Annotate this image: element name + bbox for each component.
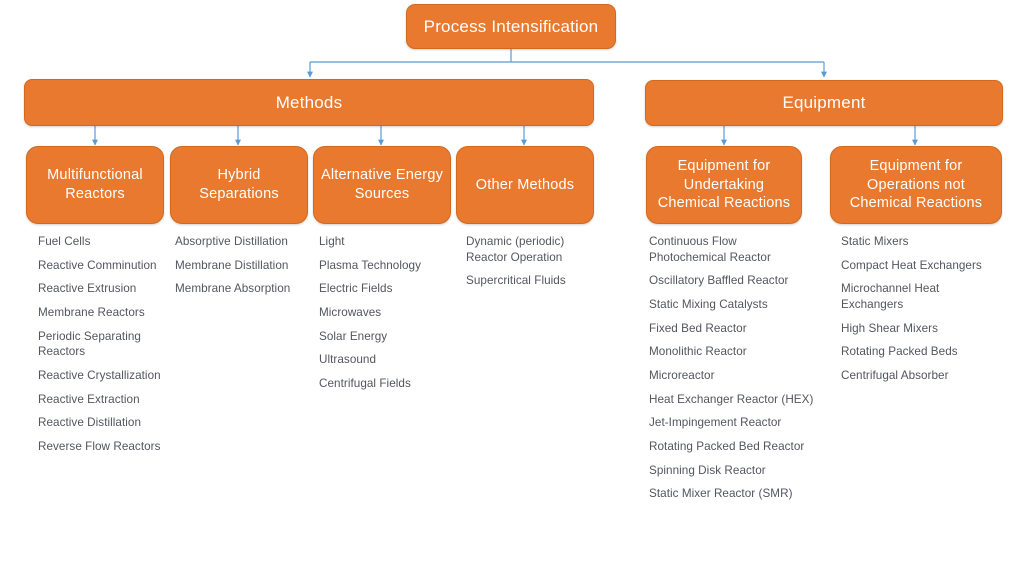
node-equipment-undertaking-chemical-reactions[interactable]: Equipment for Undertaking Chemical React…: [646, 146, 802, 224]
leaf-item: Heat Exchanger Reactor (HEX): [649, 392, 814, 406]
leaf-item: Membrane Reactors: [38, 306, 145, 320]
node-equipment-operations-not-chemical-reactions[interactable]: Equipment for Operations not Chemical Re…: [830, 146, 1002, 224]
leaf-item: Reverse Flow Reactors: [38, 440, 161, 454]
node-other-methods[interactable]: Other Methods: [456, 146, 594, 224]
node-label: Equipment for Undertaking Chemical React…: [657, 158, 791, 212]
leaf-item: Supercritical Fluids: [466, 274, 566, 288]
leaf-item: Solar Energy: [319, 329, 388, 343]
leaf-item: Membrane Absorption: [175, 282, 291, 296]
node-multifunctional-reactors[interactable]: Multifunctional Reactors: [26, 146, 164, 224]
leaf-item: Plasma Technology: [319, 258, 421, 272]
node-label: Hybrid Separations: [199, 167, 279, 202]
leaf-item: Oscillatory Baffled Reactor: [649, 274, 789, 288]
leaf-item: Compact Heat Exchangers: [841, 258, 982, 272]
leaf-item: Electric Fields: [319, 282, 393, 296]
leaf-item: Membrane Distillation: [175, 258, 289, 272]
leaf-item: Reactive Comminution: [38, 258, 157, 272]
leaf-item: Static Mixers: [841, 235, 909, 248]
node-hybrid-separations[interactable]: Hybrid Separations: [170, 146, 308, 224]
node-label: Equipment for Operations not Chemical Re…: [849, 158, 983, 212]
node-label: Methods: [275, 92, 343, 112]
node-label: Other Methods: [475, 176, 575, 193]
leaf-item: Periodic Separating Reactors: [38, 329, 141, 359]
node-methods[interactable]: Methods: [24, 79, 594, 126]
leaf-item: Fixed Bed Reactor: [649, 321, 747, 335]
leaf-item: Ultrasound: [319, 353, 377, 367]
leaf-item: Reactive Distillation: [38, 416, 142, 430]
leaf-item: Light: [319, 235, 345, 248]
leaf-item: Fuel Cells: [38, 235, 91, 248]
leaf-item: Microreactor: [649, 369, 715, 383]
leaf-item: Jet-Impingement Reactor: [649, 416, 782, 430]
node-label: Process Intensification: [423, 16, 599, 36]
leaf-item: Spinning Disk Reactor: [649, 463, 766, 477]
leaf-item: Static Mixer Reactor (SMR): [649, 487, 793, 501]
node-process-intensification[interactable]: Process Intensification: [406, 4, 616, 49]
node-alternative-energy-sources[interactable]: Alternative Energy Sources: [313, 146, 451, 224]
leaf-item: Absorptive Distillation: [175, 235, 288, 248]
node-label: Multifunctional Reactors: [47, 167, 143, 202]
leaf-item: Dynamic (periodic) Reactor Operation: [466, 235, 565, 264]
leaf-item: Microwaves: [319, 306, 382, 320]
node-label: Equipment: [782, 93, 866, 113]
leaf-item: Rotating Packed Beds: [841, 345, 958, 359]
leaf-item: Microchannel Heat Exchangers: [841, 282, 940, 312]
leaf-item: Static Mixing Catalysts: [649, 298, 768, 312]
node-equipment[interactable]: Equipment: [645, 80, 1003, 126]
leaf-item: Reactive Crystallization: [38, 369, 161, 383]
node-label: Alternative Energy Sources: [320, 167, 444, 202]
leaf-item: Reactive Extrusion: [38, 282, 137, 296]
leaf-item: Continuous Flow Photochemical Reactor: [649, 235, 771, 264]
leaf-item: Monolithic Reactor: [649, 345, 747, 359]
leaf-item: Reactive Extraction: [38, 392, 140, 406]
leaf-item: High Shear Mixers: [841, 321, 938, 335]
leaf-item: Centrifugal Absorber: [841, 369, 949, 383]
leaf-item: Centrifugal Fields: [319, 377, 411, 391]
leaf-item: Rotating Packed Bed Reactor: [649, 440, 805, 454]
